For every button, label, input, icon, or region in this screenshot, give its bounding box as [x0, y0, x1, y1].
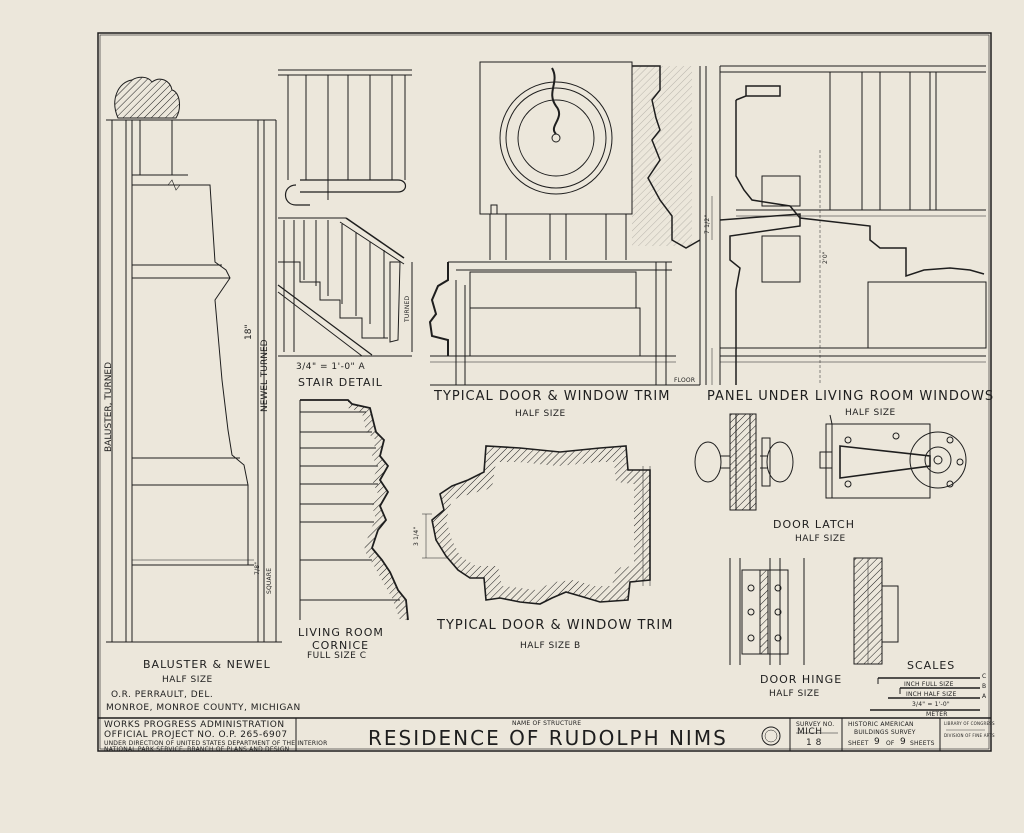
panel-dimension-2: 2'0": [822, 251, 829, 264]
sheet-total: 9: [900, 737, 907, 747]
sheet-number: 9: [874, 737, 881, 747]
panel-drawing: [711, 65, 987, 385]
door-window-trim-title: TYPICAL DOOR & WINDOW TRIM: [434, 389, 671, 404]
trim-section-dimension: 3 1/4": [413, 526, 420, 546]
baluster-newel-drawing: [106, 76, 282, 643]
scale-row-three-quarter: 3/4" = 1'-0": [912, 701, 950, 708]
trim-section-title: TYPICAL DOOR & WINDOW TRIM: [437, 618, 674, 633]
scale-letter-b: B: [982, 683, 987, 690]
library-line-1: LIBRARY OF CONGRESS: [944, 721, 995, 726]
structure-name: RESIDENCE OF RUDOLPH NIMS: [368, 726, 728, 750]
stair-detail-title: STAIR DETAIL: [298, 376, 383, 389]
scale-row-meter: METER: [926, 711, 948, 718]
door-latch-title: DOOR LATCH: [773, 518, 856, 531]
door-window-trim-scale: HALF SIZE: [515, 409, 566, 419]
baluster-newel-title: BALUSTER & NEWEL: [143, 658, 271, 671]
newel-vertical-label: NEWEL TURNED: [260, 339, 270, 412]
wpa-line-3: UNDER DIRECTION OF UNITED STATES DEPARTM…: [104, 740, 328, 747]
cornice-title-2: CORNICE: [312, 639, 370, 652]
scale-row-full: INCH FULL SIZE: [904, 681, 954, 688]
scale-letter-a: A: [982, 693, 987, 700]
floor-label: FLOOR: [674, 377, 696, 384]
door-window-trim-drawing: [428, 61, 707, 386]
title-block-lines: [98, 717, 991, 751]
stair-detail-drawing: [277, 217, 413, 357]
scales-graphic: [870, 677, 980, 711]
panel-scale: HALF SIZE: [845, 408, 896, 418]
of-label: OF: [886, 740, 895, 747]
wpa-line-4: NATIONAL PARK SERVICE, BRANCH OF PLANS A…: [104, 746, 290, 753]
cornice-drawing: [299, 399, 409, 621]
newel-cap: [114, 76, 180, 119]
door-hinge-drawing: [729, 557, 899, 665]
survey-label: SURVEY NO.: [796, 721, 835, 728]
cornice-title-1: LIVING ROOM: [298, 626, 384, 639]
wpa-line-2: OFFICIAL PROJECT NO. O.P. 265-6907: [104, 730, 288, 740]
stair-rail-drawing: [278, 69, 412, 206]
panel-title: PANEL UNDER LIVING ROOM WINDOWS: [707, 389, 995, 404]
trim-section-scale: HALF SIZE B: [520, 641, 581, 651]
structure-name-label: NAME OF STRUCTURE: [512, 720, 582, 727]
outer-border: [97, 32, 992, 752]
baluster-vertical-label: BALUSTER, TURNED: [104, 361, 114, 452]
door-latch-drawing: [694, 413, 967, 511]
dimension-18: 18": [244, 324, 254, 340]
survey-number: 1 8: [806, 738, 822, 748]
dimension-side: 7/8": [254, 561, 261, 575]
survey-state: MICH: [797, 727, 823, 737]
stair-detail-scale: 3/4" = 1'-0" A: [296, 362, 366, 372]
scale-row-half: INCH HALF SIZE: [906, 691, 957, 698]
baluster-newel-scale: HALF SIZE: [162, 675, 213, 685]
delineator-credit: O.R. PERRAULT, DEL.: [111, 690, 214, 700]
door-hinge-scale: HALF SIZE: [769, 689, 820, 699]
habs-seal-icon: [762, 727, 780, 745]
library-line-2: DIVISION OF FINE ARTS: [944, 733, 995, 738]
habs-line-2: BUILDINGS SURVEY: [854, 729, 916, 736]
square-label: SQUARE: [266, 567, 273, 594]
habs-line-1: HISTORIC AMERICAN: [848, 721, 914, 728]
scales-title: SCALES: [907, 659, 956, 672]
door-hinge-title: DOOR HINGE: [760, 673, 843, 686]
cornice-scale: FULL SIZE C: [307, 651, 367, 661]
turned-label: TURNED: [404, 295, 411, 322]
door-latch-scale: HALF SIZE: [795, 534, 846, 544]
trim-section-drawing: [422, 445, 651, 605]
location-credit: MONROE, MONROE COUNTY, MICHIGAN: [106, 703, 301, 713]
wpa-line-1: WORKS PROGRESS ADMINISTRATION: [104, 720, 285, 730]
scale-letter-c: C: [982, 673, 987, 680]
sheet-label: SHEET: [848, 740, 869, 747]
panel-dimension-7: 7 1/2": [704, 214, 711, 234]
sheets-label: SHEETS: [910, 740, 935, 747]
